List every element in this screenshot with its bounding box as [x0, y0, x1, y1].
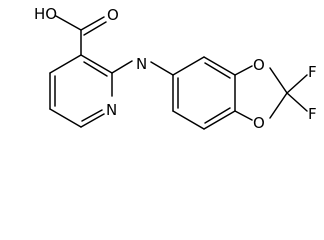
- bond-nh-benzene: [150, 61, 174, 76]
- bond-benzene-2: [172, 110, 205, 130]
- bond-cf2-f1: [286, 74, 308, 94]
- bond-pyridine-c4-c5: [49, 108, 82, 128]
- bond-pyridine-c5-c6: [80, 113, 105, 128]
- bond-carboxyl-oh: [55, 15, 82, 31]
- amine-nitrogen-label: N: [136, 55, 147, 73]
- bond-ring-o1: [234, 65, 253, 76]
- bond-pyridine-c6-n-inner: [81, 109, 103, 122]
- pyridine-nitrogen-label: N: [106, 101, 117, 119]
- bond-pyridine-c2-c3-top: [80, 54, 113, 74]
- chemical-structure-canvas: HO O N N O O F F: [34, 5, 317, 132]
- bond-benzene-3: [203, 110, 236, 130]
- bond-c2-nh: [111, 60, 133, 74]
- carbonyl-oxygen-label: O: [107, 6, 119, 24]
- bond-benzene-6: [172, 56, 205, 76]
- fluorine-bottom-label: F: [308, 105, 317, 123]
- fluorine-top-label: F: [308, 63, 317, 81]
- dioxole-oxygen-bottom-label: O: [253, 114, 265, 132]
- dioxole-oxygen-top-label: O: [253, 56, 265, 74]
- molecule-diagram: HO O N N O O F F: [34, 5, 317, 132]
- bond-carboxyl-o2: [83, 21, 107, 36]
- bond-benzene-5-inner: [204, 62, 231, 79]
- bond-ring-o2: [234, 110, 253, 121]
- hydroxyl-label: HO: [34, 5, 57, 23]
- bond-benzene-3-inner: [204, 107, 231, 124]
- bond-pyridine-c2-c3-inner: [83, 61, 108, 77]
- bond-pyridine-c2-c3: [49, 54, 82, 74]
- bond-o1-cf2: [269, 67, 288, 94]
- bond-o2-cf2: [269, 92, 288, 119]
- bond-cf2-f2: [286, 92, 308, 112]
- bond-carboxyl-o1: [80, 16, 105, 31]
- bond-benzene-5: [203, 56, 236, 76]
